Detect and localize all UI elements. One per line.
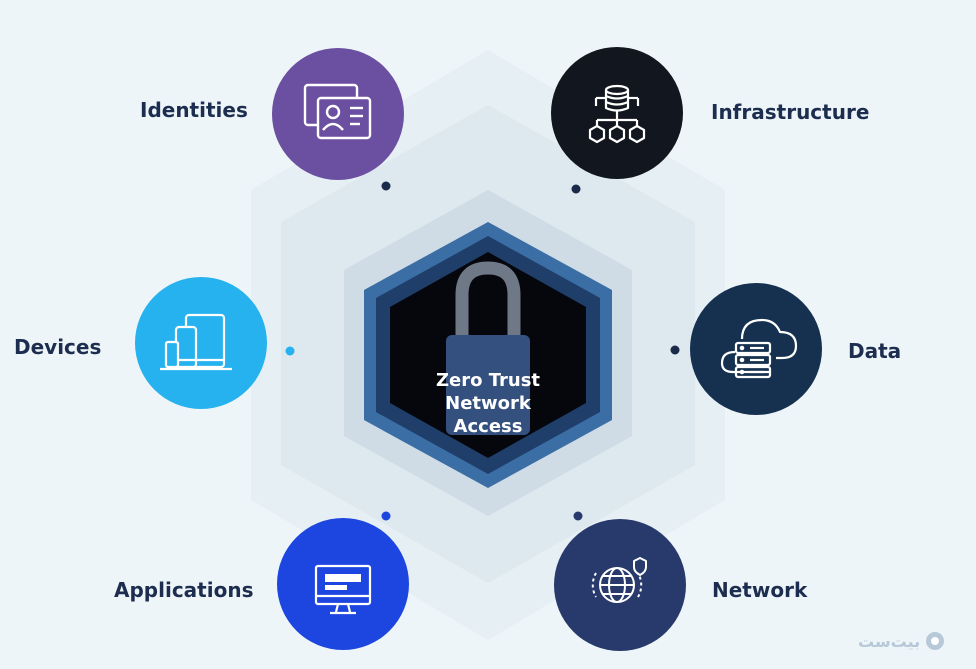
connector-dot-data <box>670 345 680 355</box>
identities-node <box>272 48 404 180</box>
data-node <box>690 283 822 415</box>
center-title-line-3: Access <box>453 416 523 437</box>
watermark-text: بیت‌ست <box>858 631 921 651</box>
connector-dot-infrastructure <box>571 184 581 194</box>
id-card-icon <box>303 83 372 140</box>
padlock-icon <box>446 261 530 435</box>
center-title-line-1: Zero Trust <box>435 370 541 391</box>
identities-label: Identities <box>140 98 248 122</box>
cloud-database-icon <box>720 318 798 379</box>
network-node <box>554 519 686 651</box>
infrastructure-node <box>551 47 683 179</box>
server-network-icon <box>588 84 646 144</box>
network-label: Network <box>712 578 808 602</box>
devices-node <box>135 277 267 409</box>
center-title: Zero Trust Network Access <box>388 369 588 438</box>
data-label: Data <box>848 339 902 363</box>
applications-node <box>277 518 409 650</box>
watermark-logo-icon <box>926 632 945 650</box>
center-title-line-2: Network <box>445 393 531 414</box>
connector-dot-identities <box>381 181 391 191</box>
connector-dot-applications <box>381 511 391 521</box>
connector-dot-network <box>573 511 583 521</box>
application-window-icon <box>314 564 372 615</box>
devices-label: Devices <box>14 335 102 359</box>
globe-shield-icon <box>591 557 647 603</box>
applications-label: Applications <box>114 578 254 602</box>
devices-icon <box>160 313 232 371</box>
infrastructure-label: Infrastructure <box>711 100 870 124</box>
watermark: بیت‌ست <box>858 628 958 654</box>
connector-dot-devices <box>285 346 295 356</box>
